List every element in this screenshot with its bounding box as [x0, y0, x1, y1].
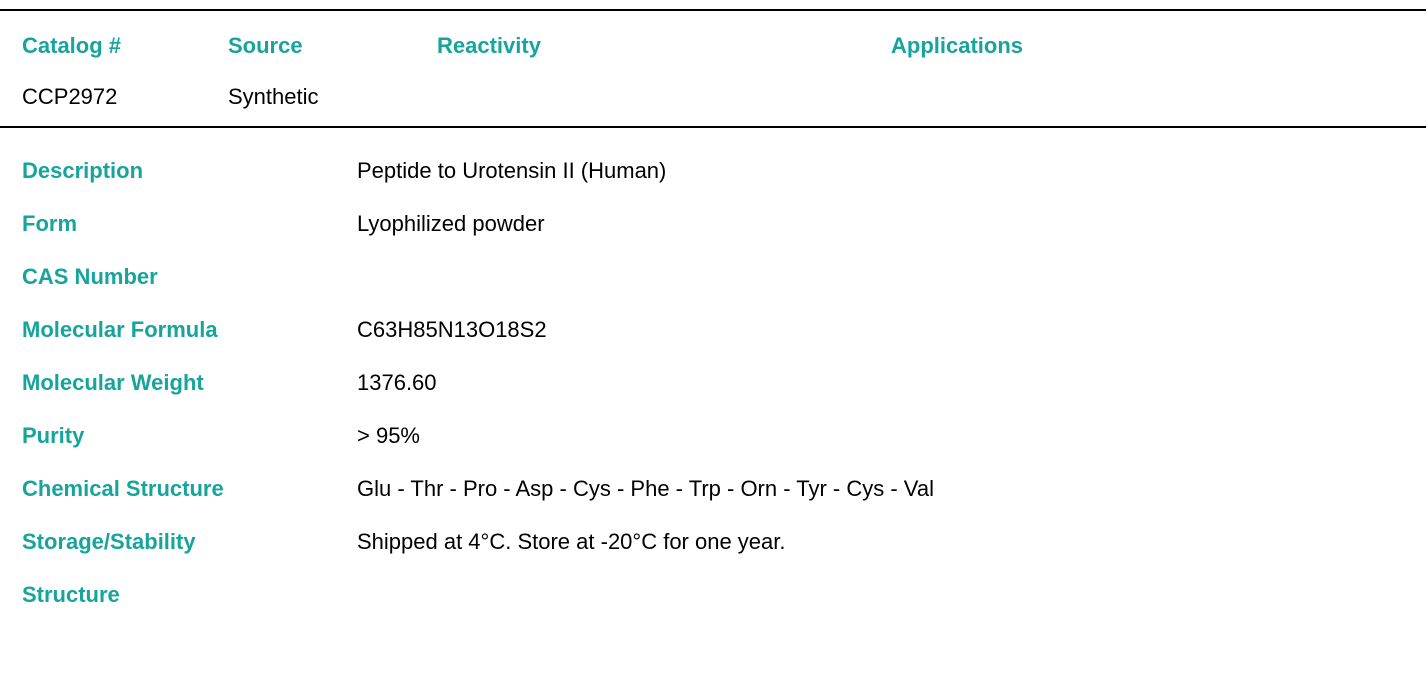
label-chemical-structure: Chemical Structure	[22, 476, 224, 501]
value-chemical-structure: Glu - Thr - Pro - Asp - Cys - Phe - Trp …	[357, 476, 934, 501]
section-rule	[0, 126, 1426, 128]
label-cas-number: CAS Number	[22, 264, 158, 289]
header-applications: Applications	[891, 33, 1024, 58]
value-description: Peptide to Urotensin II (Human)	[357, 158, 667, 183]
value-molecular-formula: C63H85N13O18S2	[357, 317, 547, 342]
label-form: Form	[22, 211, 77, 236]
label-molecular-weight: Molecular Weight	[22, 370, 204, 395]
header-source: Source	[228, 33, 303, 58]
label-purity: Purity	[22, 423, 85, 448]
header-catalog: Catalog #	[22, 33, 122, 58]
header-reactivity: Reactivity	[437, 33, 541, 58]
value-storage-stability: Shipped at 4°C. Store at -20°C for one y…	[357, 529, 786, 554]
top-rule	[0, 9, 1426, 11]
value-molecular-weight: 1376.60	[357, 370, 437, 395]
value-form: Lyophilized powder	[357, 211, 545, 236]
label-storage-stability: Storage/Stability	[22, 529, 196, 554]
value-purity: > 95%	[357, 423, 420, 448]
catalog-value: CCP2972	[22, 84, 118, 109]
label-description: Description	[22, 158, 144, 183]
source-value: Synthetic	[228, 84, 319, 109]
label-structure: Structure	[22, 582, 120, 607]
label-molecular-formula: Molecular Formula	[22, 317, 218, 342]
